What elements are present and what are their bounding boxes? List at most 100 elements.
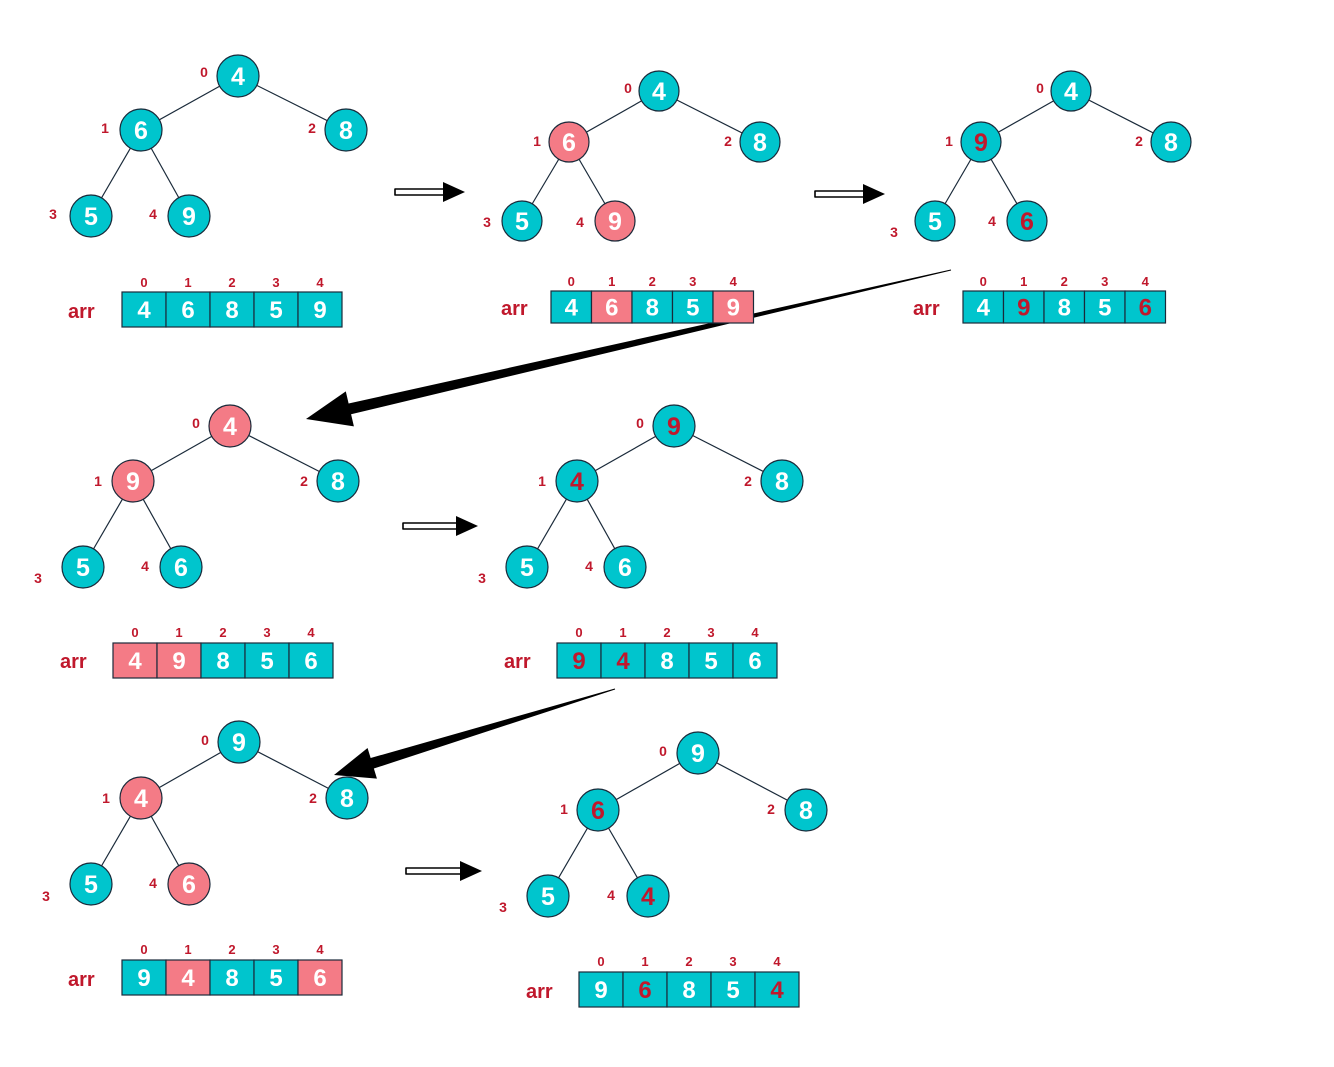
array-cell-value: 4 bbox=[128, 648, 142, 675]
node-value: 8 bbox=[339, 117, 353, 145]
tree-node: 82 bbox=[724, 121, 781, 163]
array-cell-box bbox=[288, 642, 334, 679]
array-cell-value: 9 bbox=[594, 977, 607, 1004]
array-cell-box bbox=[631, 290, 674, 324]
array-cell-index: 4 bbox=[316, 275, 324, 290]
node-circle bbox=[638, 70, 680, 112]
tree-node: 94 bbox=[149, 194, 211, 238]
node-value: 5 bbox=[76, 554, 90, 582]
array-cell-value: 8 bbox=[682, 977, 695, 1004]
node-value: 8 bbox=[775, 468, 789, 496]
array-cell-box bbox=[297, 959, 343, 996]
array-cell-box bbox=[165, 959, 211, 996]
node-value: 8 bbox=[331, 468, 345, 496]
array-cell-index: 0 bbox=[575, 625, 582, 640]
array-cell: 53 bbox=[671, 274, 714, 324]
array-cell-index: 3 bbox=[272, 942, 279, 957]
node-circle bbox=[216, 54, 260, 98]
node-value: 5 bbox=[520, 554, 534, 582]
node-index-label: 4 bbox=[988, 213, 996, 229]
array-cell: 82 bbox=[631, 274, 674, 324]
node-index-label: 3 bbox=[890, 224, 898, 240]
node-index-label: 2 bbox=[308, 120, 316, 136]
node-circle bbox=[760, 459, 804, 503]
node-value: 9 bbox=[974, 129, 988, 157]
node-circle bbox=[594, 200, 636, 242]
array-cell-box bbox=[1002, 290, 1045, 324]
node-index-label: 4 bbox=[576, 214, 584, 230]
tree-node: 61 bbox=[533, 121, 590, 163]
tree-node: 40 bbox=[624, 70, 680, 112]
node-index-label: 4 bbox=[149, 875, 157, 891]
transition-arrow bbox=[306, 269, 952, 427]
array-cell: 53 bbox=[1083, 274, 1126, 324]
node-circle bbox=[676, 731, 720, 775]
array-cell-value: 5 bbox=[269, 297, 282, 324]
array-cell-value: 4 bbox=[770, 977, 784, 1004]
node-index-label: 1 bbox=[102, 790, 110, 806]
array-cell-value: 5 bbox=[686, 295, 699, 322]
tree-node: 64 bbox=[149, 862, 211, 906]
node-circle bbox=[501, 200, 543, 242]
node-index-label: 0 bbox=[201, 732, 209, 748]
array-cell-index: 4 bbox=[751, 625, 759, 640]
node-value: 4 bbox=[223, 413, 237, 441]
node-circle bbox=[69, 194, 113, 238]
array-cell-box bbox=[710, 971, 756, 1008]
node-circle bbox=[1006, 200, 1048, 242]
tree-node: 94 bbox=[576, 200, 636, 242]
node-index-label: 1 bbox=[533, 133, 541, 149]
tree-node: 82 bbox=[744, 459, 804, 503]
node-value: 6 bbox=[134, 117, 148, 145]
array-cell: 41 bbox=[165, 942, 211, 996]
array-cell: 64 bbox=[1124, 274, 1167, 324]
node-index-label: 2 bbox=[300, 473, 308, 489]
array-cell-index: 0 bbox=[980, 274, 987, 289]
step-arrow bbox=[405, 861, 482, 881]
step-arrow bbox=[814, 184, 885, 204]
array-cell-box bbox=[671, 290, 714, 324]
array-cell-box bbox=[1043, 290, 1086, 324]
array-cell-index: 1 bbox=[1020, 274, 1027, 289]
array-cell: 82 bbox=[209, 275, 255, 328]
node-index-label: 3 bbox=[483, 214, 491, 230]
array-cell: 90 bbox=[121, 942, 167, 996]
array-cell-index: 2 bbox=[228, 275, 235, 290]
array-cell-box bbox=[622, 971, 668, 1008]
arr-label: arr bbox=[501, 298, 528, 320]
array-cell-box bbox=[244, 642, 290, 679]
node-index-label: 4 bbox=[585, 558, 593, 574]
node-index-label: 4 bbox=[141, 558, 149, 574]
arr-label: arr bbox=[504, 651, 531, 673]
node-index-label: 2 bbox=[744, 473, 752, 489]
array-cell-index: 2 bbox=[1061, 274, 1068, 289]
array-cell: 82 bbox=[644, 625, 690, 679]
node-circle bbox=[69, 862, 113, 906]
array-cell: 40 bbox=[962, 274, 1005, 324]
tree-node: 41 bbox=[102, 776, 163, 820]
node-circle bbox=[784, 788, 828, 832]
array-cell: 53 bbox=[688, 625, 734, 679]
node-index-label: 1 bbox=[560, 801, 568, 817]
node-index-label: 0 bbox=[624, 80, 632, 96]
array-cell-value: 8 bbox=[646, 295, 659, 322]
array-cell: 41 bbox=[600, 625, 646, 679]
node-value: 6 bbox=[182, 871, 196, 899]
node-circle bbox=[652, 404, 696, 448]
array-cell-box bbox=[600, 642, 646, 679]
array-cell-index: 2 bbox=[685, 954, 692, 969]
array-cell-value: 9 bbox=[1017, 295, 1030, 322]
array-cell-value: 8 bbox=[225, 965, 238, 992]
node-value: 6 bbox=[562, 129, 576, 157]
array-cell: 64 bbox=[297, 942, 343, 996]
array-cell-index: 1 bbox=[608, 274, 615, 289]
node-circle bbox=[119, 776, 163, 820]
array-cell: 61 bbox=[165, 275, 211, 328]
arr-label: arr bbox=[68, 301, 95, 323]
node-circle bbox=[167, 862, 211, 906]
array-cell-value: 4 bbox=[565, 295, 579, 322]
tree-node: 53 bbox=[34, 545, 105, 589]
node-circle bbox=[576, 788, 620, 832]
